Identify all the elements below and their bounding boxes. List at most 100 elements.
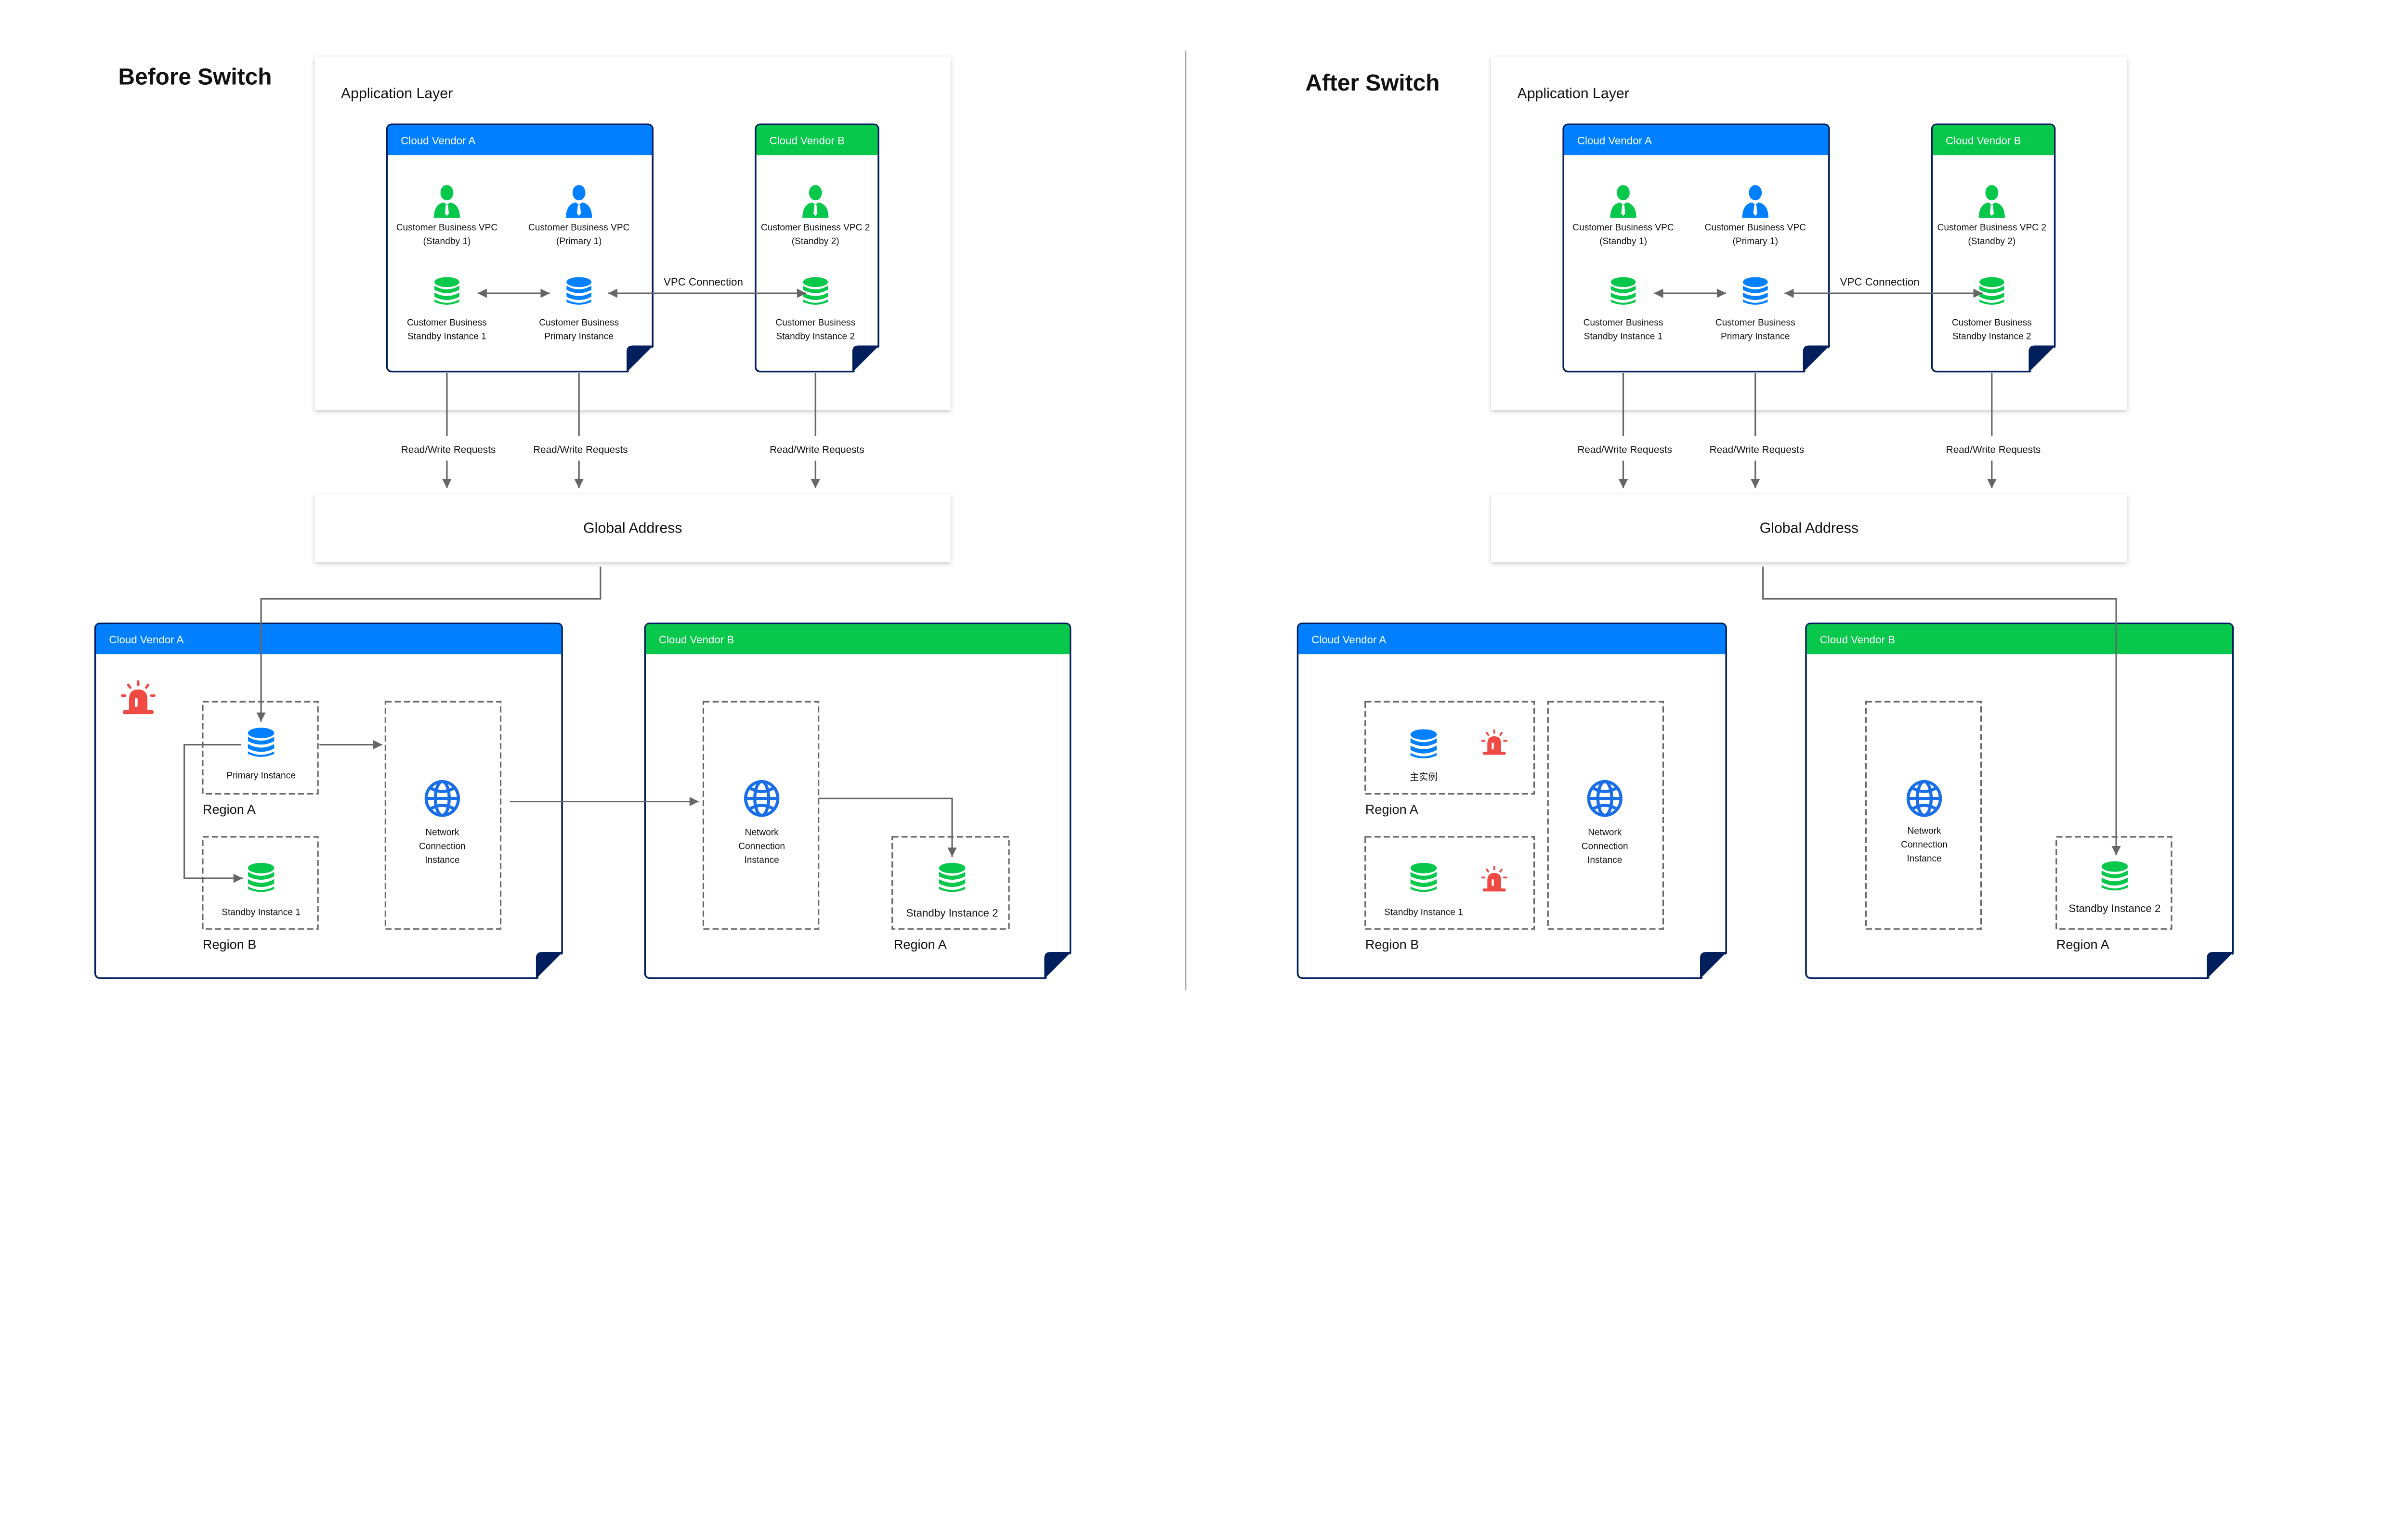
region-a-box: [2055, 836, 2172, 930]
region-b-box: [202, 836, 319, 930]
vpc-primary-group: Customer Business VPC(Primary 1)Customer…: [1705, 185, 1806, 342]
label: Customer Business VPC 2: [761, 222, 870, 233]
label: Instance: [1587, 855, 1622, 865]
card-header: [96, 624, 562, 654]
primary-instance-label: Primary Instance: [226, 771, 295, 781]
card-title: Cloud Vendor B: [1820, 634, 1895, 646]
label: Standby Instance 2: [776, 332, 855, 342]
request-label: Read/Write Requests: [1577, 444, 1672, 456]
panel-title: Before Switch: [118, 64, 272, 90]
card-header: [388, 125, 652, 156]
vpc-standby1-group: Customer Business VPC (Standby 1) Customer…: [396, 185, 498, 342]
folded-corner: [1700, 952, 1727, 979]
folded-corner: [627, 345, 654, 373]
label: Connection: [738, 841, 785, 851]
network-connection-box: [702, 701, 820, 930]
app-vendor-b-card: Cloud Vendor B: [755, 123, 881, 374]
label: Network: [1907, 826, 1941, 836]
request-label: Read/Write Requests: [533, 444, 628, 456]
global-address-route: [1762, 566, 2121, 856]
label: Customer Business VPC: [1705, 222, 1806, 233]
label: Connection: [1582, 841, 1628, 851]
request-label: Read/Write Requests: [1946, 444, 2041, 456]
label: Primary Instance: [544, 332, 613, 342]
bottom-vendor-b-card: Cloud Vendor BNetworkConnectionInstanceS…: [1805, 622, 2236, 981]
region-a-label: Region A: [2056, 937, 2110, 952]
region-b-label: Region B: [1365, 937, 1419, 952]
label: (Primary 1): [1732, 236, 1778, 247]
region-b-label: Region B: [203, 937, 256, 952]
request-label: Read/Write Requests: [401, 444, 496, 456]
bottom-vendor-b-card: Cloud Vendor B NetworkConnectionInstanceS…: [644, 622, 1073, 981]
label: Customer Business: [1584, 318, 1663, 328]
region-a-box: [1364, 701, 1535, 795]
label: Customer Business VPC: [1572, 222, 1674, 233]
vpc-standby2-group: Customer Business VPC 2 (Standby 2) Custom…: [761, 185, 870, 342]
vpc-connection-label: VPC Connection: [664, 276, 743, 288]
label: Standby Instance 1: [407, 332, 486, 342]
label: Customer Business VPC: [396, 222, 498, 233]
label: Customer Business VPC 2: [1937, 222, 2046, 233]
standby-instance-1-label: Standby Instance 1: [222, 908, 301, 918]
label: Customer Business: [775, 318, 855, 328]
label: Primary Instance: [1721, 332, 1790, 342]
vpc-primary-group: Customer Business VPC (Primary 1) Customer…: [528, 185, 630, 342]
application-layer-title: Application Layer: [1518, 86, 1629, 102]
global-address-label: Global Address: [1760, 521, 1858, 536]
global-address-box: [314, 494, 951, 562]
label: Network: [1588, 828, 1622, 838]
label: (Standby 2): [1968, 236, 2015, 247]
folded-corner: [2207, 952, 2234, 979]
card-header: [1564, 125, 1829, 156]
vpc-standby1-group: Customer Business VPC (Standby 1) Customer…: [1572, 185, 1674, 342]
region-a-label: Region A: [894, 937, 947, 952]
label: Network: [425, 828, 459, 838]
label: Customer Business: [539, 318, 619, 328]
network-connection-box: [384, 701, 502, 930]
label: (Standby 2): [792, 236, 839, 247]
global-address-label: Global Address: [583, 521, 682, 536]
global-address-route: [256, 566, 602, 722]
standby-instance-2-label: Standby Instance 2: [2068, 902, 2160, 914]
label: Network: [745, 828, 779, 838]
label: Instance: [425, 855, 459, 865]
card-header: [756, 125, 878, 156]
card-header: [1933, 125, 2054, 156]
region-b-box: [1364, 836, 1535, 930]
card-title: Cloud Vendor B: [1946, 135, 2021, 147]
label: Connection: [1901, 840, 1948, 850]
label: Customer Business: [407, 318, 487, 328]
card-title: Cloud Vendor A: [401, 135, 475, 147]
card-header: [1806, 624, 2232, 654]
vpc-connection-label: VPC Connection: [1840, 276, 1920, 288]
standby-instance-1-label: Standby Instance 1: [1384, 908, 1463, 918]
standby-instance-2-label: Standby Instance 2: [906, 907, 998, 919]
card-title: Cloud Vendor B: [659, 634, 734, 646]
card-title: Cloud Vendor A: [1577, 135, 1652, 147]
label: Customer Business VPC: [528, 222, 630, 233]
card-title: Cloud Vendor B: [770, 135, 845, 147]
label: Standby Instance 2: [1952, 332, 2031, 342]
request-label: Read/Write Requests: [1710, 444, 1805, 456]
primary-instance-label: 主实例: [1410, 772, 1437, 782]
network-to-standby2-arrow: [818, 797, 957, 857]
card-header: [1298, 624, 1726, 654]
region-a-label: Region A: [1365, 802, 1419, 817]
region-a-box: [891, 836, 1010, 930]
label: (Standby 1): [1599, 236, 1647, 247]
global-address-box: [1491, 494, 2127, 562]
app-vendor-a-card: Cloud Vendor A: [386, 123, 655, 374]
app-vendor-a-card: Cloud Vendor A: [1562, 123, 1832, 374]
application-layer-title: Application Layer: [341, 86, 453, 102]
request-label: Read/Write Requests: [770, 444, 864, 456]
folded-corner: [1044, 952, 1072, 979]
app-vendor-b-card: Cloud Vendor B: [1931, 123, 2057, 374]
label: Instance: [744, 855, 779, 865]
label: (Standby 1): [423, 236, 471, 247]
card-header: [645, 624, 1070, 654]
label: (Primary 1): [556, 236, 602, 247]
label: Connection: [419, 841, 466, 851]
